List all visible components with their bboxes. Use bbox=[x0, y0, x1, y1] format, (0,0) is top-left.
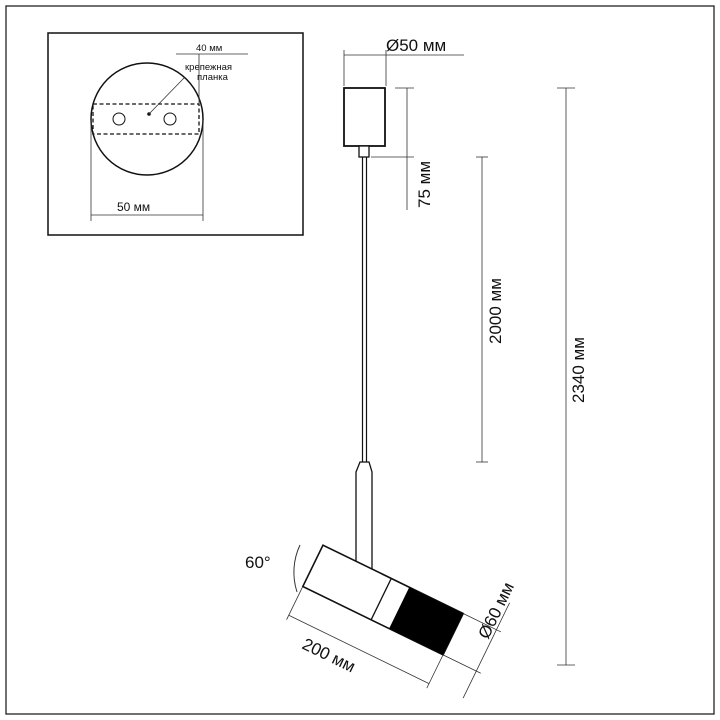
head-length-ext-right bbox=[426, 654, 444, 689]
cable-grip bbox=[358, 145, 370, 158]
lamp-stem bbox=[355, 461, 373, 576]
head-dia-ext-bottom bbox=[442, 654, 481, 674]
tilt-angle-label: 60° bbox=[245, 553, 271, 572]
plate-width-label: 40 мм bbox=[196, 43, 222, 54]
inset-frame bbox=[47, 32, 304, 236]
inset-top-view: 40 мм крепежная планка 50 мм bbox=[47, 32, 304, 236]
head-dia-dim-line bbox=[462, 602, 510, 699]
lamp-head bbox=[286, 544, 510, 699]
canopy-top-circle bbox=[90, 62, 204, 176]
head-diameter-label: Ø60 мм bbox=[475, 579, 518, 641]
ceiling-canopy bbox=[343, 87, 386, 147]
head-length-ext-left bbox=[286, 586, 304, 620]
plate-leader-line bbox=[148, 77, 185, 115]
total-height-label: 2340 мм bbox=[569, 337, 588, 403]
lamp-head-dark-sleeve bbox=[389, 587, 464, 655]
head-length-label: 200 мм bbox=[299, 635, 358, 677]
mounting-hole-right bbox=[163, 112, 177, 126]
mounting-hole-left bbox=[112, 112, 126, 126]
canopy-diameter-label: Ø50 мм bbox=[386, 36, 446, 55]
drawing-frame bbox=[5, 5, 715, 715]
head-length-dim-line bbox=[288, 614, 430, 684]
head-dia-ext-top bbox=[463, 613, 502, 633]
canopy-height-label: 75 мм bbox=[415, 161, 434, 208]
mounting-plate-outline bbox=[92, 103, 200, 135]
plate-name-label-1: крепежная bbox=[185, 62, 232, 73]
cable-length-label: 2000 мм bbox=[486, 278, 505, 344]
lamp-head-joint bbox=[370, 578, 392, 621]
tilt-angle-arc bbox=[293, 544, 301, 593]
plate-name-label-2: планка bbox=[197, 72, 229, 83]
inset-diameter-label: 50 мм bbox=[117, 200, 150, 214]
